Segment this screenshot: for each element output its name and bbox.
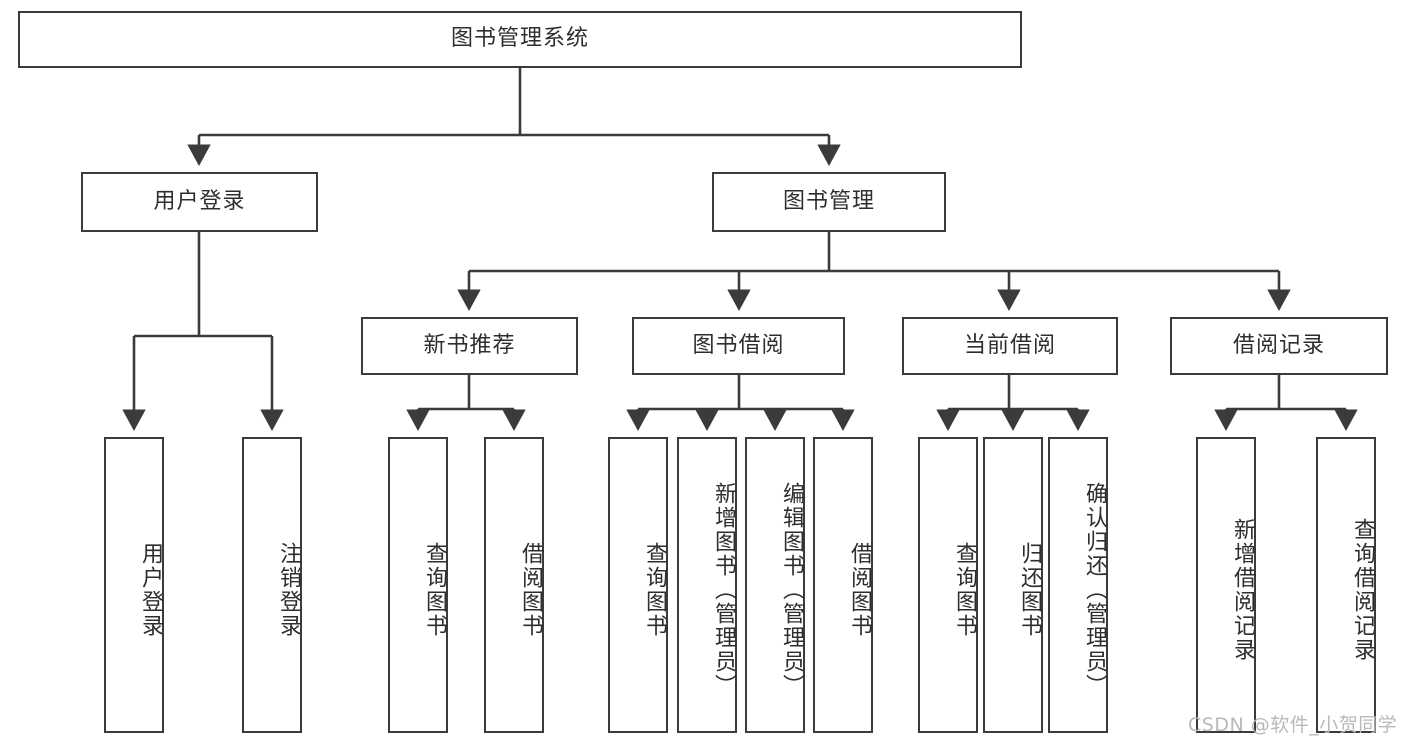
leaf-edit-book[interactable]: 编辑图书（管理员）: [745, 437, 805, 733]
node-book-borrow-label: 图书借阅: [692, 332, 785, 358]
leaf-add-record-label: 新增借阅记录: [1230, 518, 1255, 662]
leaf-user-login[interactable]: 用户登录: [104, 437, 164, 733]
leaf-query-record[interactable]: 查询借阅记录: [1316, 437, 1376, 733]
node-root-label: 图书管理系统: [450, 26, 589, 52]
node-book-manage-label: 图书管理: [782, 188, 875, 214]
node-borrow-record-label: 借阅记录: [1232, 332, 1325, 358]
leaf-borrow-book-2-label: 借阅图书: [847, 542, 872, 638]
leaf-confirm-return[interactable]: 确认归还（管理员）: [1048, 437, 1108, 733]
leaf-query-book-2[interactable]: 查询图书: [608, 437, 668, 733]
leaf-confirm-return-label: 确认归还（管理员）: [1082, 482, 1107, 698]
node-book-borrow[interactable]: 图书借阅: [632, 317, 845, 375]
leaf-query-book-3[interactable]: 查询图书: [918, 437, 978, 733]
leaf-query-record-label: 查询借阅记录: [1350, 518, 1375, 662]
leaf-logout[interactable]: 注销登录: [242, 437, 302, 733]
leaf-return-book[interactable]: 归还图书: [983, 437, 1043, 733]
leaf-borrow-book-2[interactable]: 借阅图书: [813, 437, 873, 733]
leaf-query-book-1-label: 查询图书: [422, 542, 447, 638]
leaf-query-book-3-label: 查询图书: [952, 542, 977, 638]
leaf-query-book-1[interactable]: 查询图书: [388, 437, 448, 733]
leaf-borrow-book-1[interactable]: 借阅图书: [484, 437, 544, 733]
leaf-borrow-book-1-label: 借阅图书: [518, 542, 543, 638]
node-current-borrow[interactable]: 当前借阅: [902, 317, 1118, 375]
leaf-add-book[interactable]: 新增图书（管理员）: [677, 437, 737, 733]
watermark-text: CSDN @软件_小贺同学: [1188, 714, 1398, 736]
node-user-login[interactable]: 用户登录: [81, 172, 318, 232]
node-user-login-label: 用户登录: [153, 188, 246, 214]
leaf-query-book-2-label: 查询图书: [642, 542, 667, 638]
node-book-manage[interactable]: 图书管理: [712, 172, 946, 232]
leaf-logout-label: 注销登录: [276, 542, 301, 638]
leaf-add-book-label: 新增图书（管理员）: [711, 482, 736, 698]
leaf-return-book-label: 归还图书: [1017, 542, 1042, 638]
node-root[interactable]: 图书管理系统: [18, 11, 1022, 68]
node-new-book-recommend-label: 新书推荐: [423, 332, 516, 358]
node-borrow-record[interactable]: 借阅记录: [1170, 317, 1388, 375]
node-current-borrow-label: 当前借阅: [963, 332, 1056, 358]
node-new-book-recommend[interactable]: 新书推荐: [361, 317, 578, 375]
leaf-user-login-label: 用户登录: [138, 542, 163, 638]
leaf-add-record[interactable]: 新增借阅记录: [1196, 437, 1256, 733]
leaf-edit-book-label: 编辑图书（管理员）: [779, 482, 804, 698]
